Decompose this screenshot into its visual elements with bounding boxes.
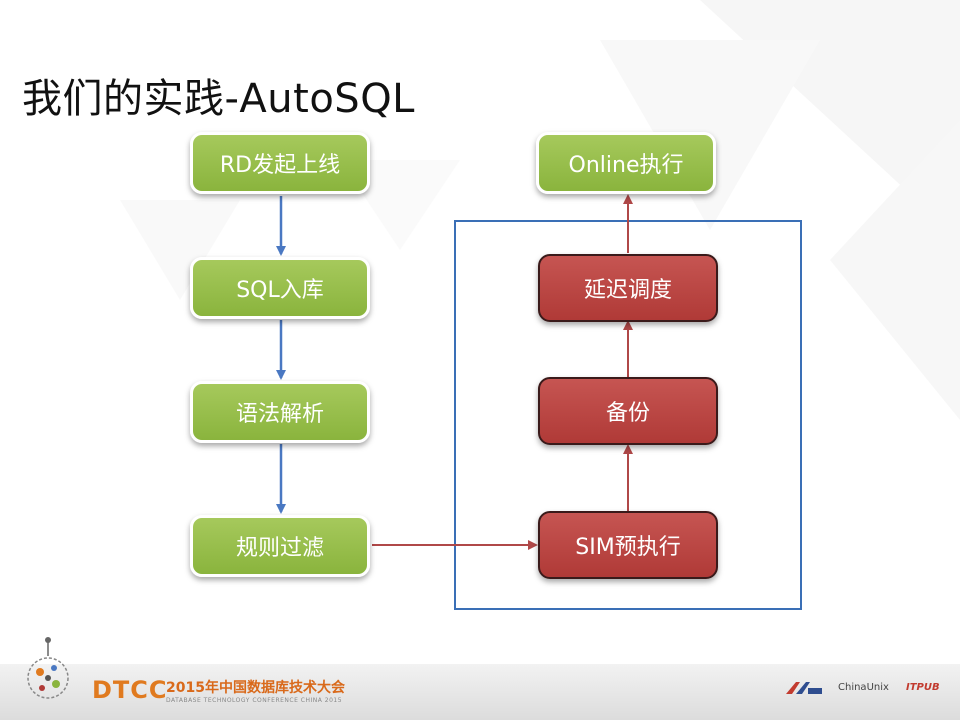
dtcc-brand: DTCC	[92, 676, 168, 704]
step-sql-storage-label: SQL入库	[236, 278, 324, 303]
sponsor-logo-1	[786, 682, 822, 694]
step-rd-submit: RD发起上线	[190, 132, 370, 194]
conference-mascot-logo	[27, 637, 69, 699]
step-rule-filter: 规则过滤	[190, 515, 370, 577]
conference-subtitle: DATABASE TECHNOLOGY CONFERENCE CHINA 201…	[166, 697, 343, 704]
step-rd-submit-label: RD发起上线	[219, 153, 341, 178]
step-syntax-parse: 语法解析	[190, 381, 370, 443]
sponsor-itpub: ITPUB	[906, 682, 940, 693]
step-backup: 备份	[538, 377, 718, 445]
step-sim-preexecute-label: SIM预执行	[575, 535, 681, 560]
slide-title: 我们的实践-AutoSQL	[22, 76, 415, 122]
step-backup-label: 备份	[605, 401, 650, 426]
step-sim-preexecute: SIM预执行	[538, 511, 718, 579]
step-online-execute: Online执行	[536, 132, 716, 194]
sponsor-chinaunix: ChinaUnix	[838, 682, 889, 693]
step-syntax-parse-label: 语法解析	[235, 402, 324, 427]
step-online-execute-label: Online执行	[568, 153, 684, 178]
step-sql-storage: SQL入库	[190, 257, 370, 319]
conference-title: 2015年中国数据库技术大会	[166, 680, 345, 696]
step-rule-filter-label: 规则过滤	[235, 536, 324, 561]
step-delay-schedule: 延迟调度	[538, 254, 718, 322]
step-delay-schedule-label: 延迟调度	[583, 278, 672, 303]
